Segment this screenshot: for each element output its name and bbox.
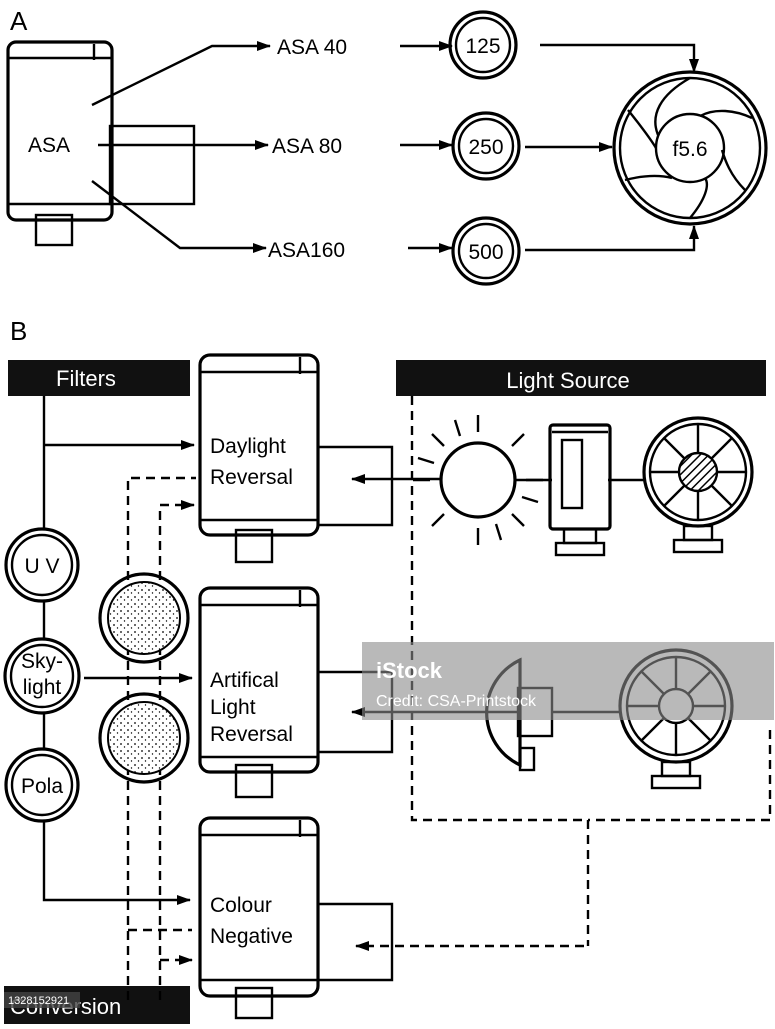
- blue-flashbulb-reflector-icon: [642, 416, 754, 554]
- pola-filter-circle: Pola: [4, 747, 80, 823]
- asa-40-label: ASA 40: [277, 36, 347, 59]
- section-a-label: A: [10, 6, 28, 36]
- artificial-label-3: Reversal: [210, 723, 293, 746]
- electronic-flash-icon: [548, 423, 612, 557]
- istock-watermark: iStock Credit: CSA-Printstock: [362, 642, 774, 720]
- artificial-light-reversal-film: Artifical Light Reversal: [198, 586, 394, 799]
- pola-filter-label: Pola: [21, 775, 63, 798]
- negative-label-2: Negative: [210, 925, 293, 948]
- asa-canister-label: ASA: [28, 134, 70, 157]
- filters-title: Filters: [56, 366, 116, 391]
- aperture-label: f5.6: [672, 138, 707, 161]
- artificial-label-1: Artifical: [210, 669, 279, 692]
- skylight-filter-label-1: Sky-: [21, 650, 63, 673]
- asa-film-canister: ASA: [6, 40, 196, 247]
- aperture-diaphragm-icon: f5.6: [612, 70, 768, 226]
- asa-80-label: ASA 80: [272, 135, 342, 158]
- light-source-header-bar: [396, 360, 766, 396]
- filters-header-bar: [8, 360, 190, 396]
- colour-negative-film: Colour Negative: [198, 816, 394, 1020]
- negative-label-1: Colour: [210, 894, 272, 917]
- stock-id-label: 1328152921: [8, 995, 69, 1007]
- shutter-125-circle: 125: [448, 10, 518, 80]
- light-source-title: Light Source: [506, 368, 630, 393]
- sun-daylight-icon: [413, 415, 543, 545]
- daylight-label-2: Reversal: [210, 466, 293, 489]
- shutter-500-circle: 500: [451, 216, 521, 286]
- uv-filter-circle: U V: [4, 527, 80, 603]
- shutter-250-label: 250: [468, 136, 503, 159]
- stock-id-tag: [4, 992, 80, 1008]
- skylight-filter-label-2: light: [23, 676, 62, 699]
- artificial-label-2: Light: [210, 696, 256, 719]
- skylight-filter-circle: Sky- light: [3, 637, 81, 715]
- shutter-125-label: 125: [465, 35, 500, 58]
- uv-filter-label: U V: [24, 555, 59, 578]
- conversion-filter-1-icon: [98, 572, 190, 664]
- conversion-filter-2-icon: [98, 692, 190, 784]
- section-b-label: B: [10, 316, 27, 346]
- watermark-brand: iStock: [376, 658, 443, 683]
- asa-160-label: ASA160: [268, 239, 345, 262]
- shutter-250-circle: 250: [451, 111, 521, 181]
- daylight-label-1: Daylight: [210, 435, 286, 458]
- daylight-reversal-film: Daylight Reversal: [198, 353, 394, 564]
- shutter-500-label: 500: [468, 241, 503, 264]
- watermark-credit: Credit: CSA-Printstock: [376, 693, 537, 710]
